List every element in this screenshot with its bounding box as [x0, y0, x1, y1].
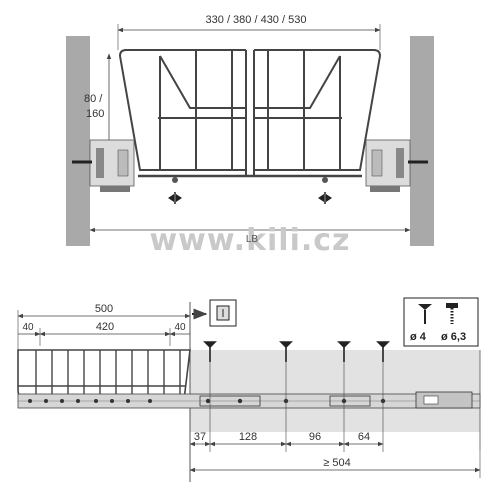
top-view: 330 / 380 / 430 / 530 80 / 160: [66, 14, 434, 258]
lb-label: LB: [246, 234, 259, 245]
screw-label-4: ø 4: [410, 331, 427, 343]
inner-length-label: 420: [96, 321, 114, 333]
wood-screw-4-icon: [418, 304, 432, 324]
wire-basket-front: [119, 49, 381, 178]
hole-offset-96: 96: [309, 431, 321, 443]
mounting-screws: [203, 341, 390, 362]
hole-offset-128: 128: [239, 431, 257, 443]
basket-width-label: 330 / 380 / 430 / 530: [206, 14, 307, 26]
basket-height-label-1: 80 /: [84, 93, 103, 105]
left-cabinet-wall: [66, 36, 90, 246]
hole-offset-37: 37: [194, 431, 206, 443]
screw-icons-panel: ø 4 ø 6,3: [403, 297, 479, 347]
total-length-label: 500: [95, 303, 113, 315]
wood-screw-6-icon: [446, 303, 458, 324]
slide-runner: [17, 391, 481, 409]
right-margin-label: 40: [174, 322, 186, 333]
left-runner-bracket: [72, 139, 135, 192]
watermark: www.kili.cz: [149, 223, 350, 258]
screw-label-6: ø 6,3: [441, 331, 466, 343]
right-adjustment-icon: [318, 177, 332, 204]
wire-basket-side: [17, 349, 191, 401]
cabinet-zone: [190, 350, 480, 432]
left-margin-label: 40: [22, 322, 34, 333]
left-adjustment-icon: [168, 177, 182, 204]
side-view: 500 40 420 40 ø 4 ø: [17, 297, 481, 482]
mounting-orientation-icon: [192, 299, 237, 327]
min-depth-label: ≥ 504: [323, 457, 350, 469]
hole-offset-64: 64: [358, 431, 370, 443]
basket-height-label-2: 160: [86, 108, 104, 120]
right-cabinet-wall: [410, 36, 434, 246]
right-runner-bracket: [365, 139, 428, 192]
